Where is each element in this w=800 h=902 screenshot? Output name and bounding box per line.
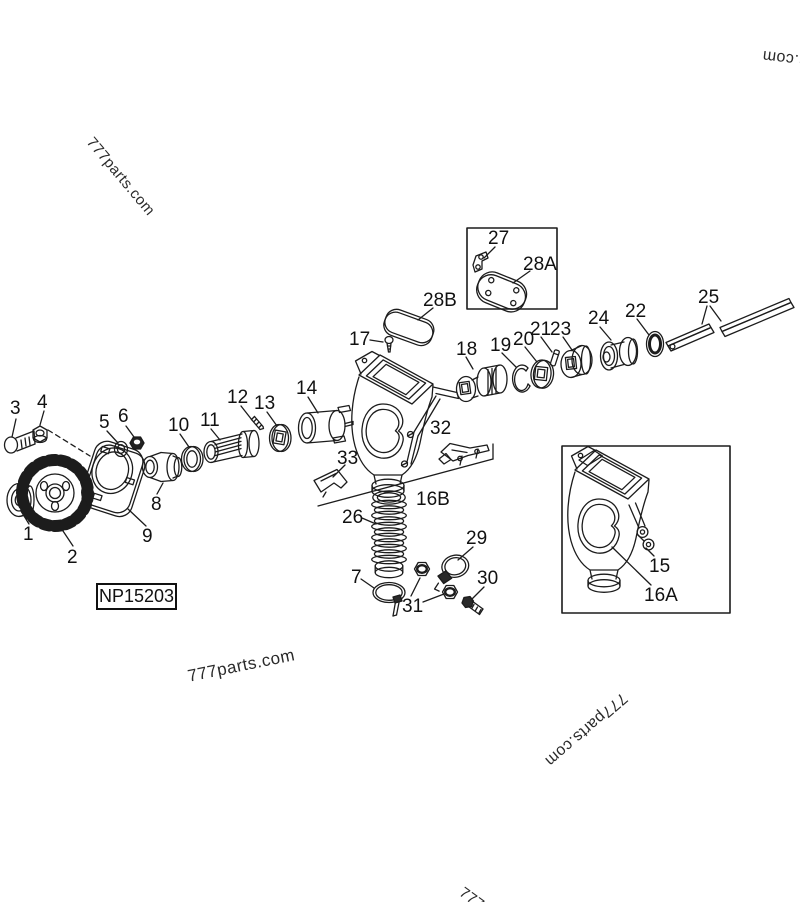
part-label: 9: [142, 526, 153, 547]
part-label: 31: [402, 596, 424, 617]
part-29-clamp: [429, 553, 473, 592]
part-31-nuts: [415, 563, 458, 599]
part-label: 14: [296, 378, 318, 399]
part-11-coupling: [204, 431, 259, 463]
part-24-roller: [601, 338, 638, 371]
part-label: 25: [698, 287, 720, 308]
part-label: 3: [10, 398, 21, 419]
part-label: 15: [649, 556, 671, 577]
part-label: 20: [513, 329, 535, 350]
part-6-nut: [130, 437, 144, 449]
part-label: 30: [477, 568, 499, 589]
part-10-ring: [182, 447, 204, 472]
part-label: 16B: [416, 489, 450, 510]
part-17-screw: [385, 337, 393, 353]
part-label: 4: [37, 392, 48, 413]
part-label: 33: [337, 448, 359, 469]
part-label: 27: [488, 228, 510, 249]
part-14-coupler: [299, 406, 354, 444]
part-22-ring: [647, 332, 664, 357]
part-label: 24: [588, 308, 610, 329]
part-label: 19: [490, 335, 512, 356]
part-5-bushing: [115, 442, 128, 457]
part-label: 17: [349, 329, 371, 350]
part-28A-cover: [472, 268, 530, 316]
part-label: 23: [550, 319, 572, 340]
part-18-coupling: [457, 365, 508, 402]
part-4-nut: [33, 426, 47, 443]
part-8-bushing: [143, 453, 182, 482]
part-26-boot: [372, 491, 407, 578]
part-21-key: [550, 350, 560, 367]
part-16A-housing: [567, 445, 650, 593]
inset-box-27-28A: [467, 228, 557, 316]
part-label: 28A: [523, 254, 557, 275]
part-3-bolt: [5, 431, 36, 453]
part-label: 32: [430, 418, 452, 439]
part-label: 5: [99, 412, 110, 433]
part-32-bracket: [439, 444, 489, 466]
part-28B-cover: [381, 306, 437, 348]
part-20-washer: [530, 359, 555, 389]
part-7-clamp: [373, 583, 405, 617]
part-label: 16A: [644, 585, 678, 606]
drawing-code: NP15203: [98, 586, 175, 606]
part-label: 21: [530, 319, 552, 340]
part-16B-housing: [351, 350, 459, 498]
part-15-bracket: [629, 503, 654, 550]
part-label: 6: [118, 406, 129, 427]
part-label: 2: [67, 547, 78, 568]
part-label: 11: [200, 410, 220, 431]
part-33-bracket: [314, 470, 347, 498]
part-27-clip: [473, 252, 488, 272]
part-label: 7: [351, 567, 362, 588]
drawing-code-box: NP15203: [96, 583, 177, 610]
part-label: 8: [151, 494, 162, 515]
part-12-pin: [252, 417, 264, 430]
part-label: 22: [625, 301, 647, 322]
inset-box-15-16A: [562, 446, 730, 613]
part-30-screw: [462, 597, 483, 615]
part-label: 29: [466, 528, 488, 549]
part-label: 12: [227, 387, 249, 408]
part-label: 26: [342, 507, 364, 528]
part-label: 28B: [423, 290, 457, 311]
part-label: 10: [168, 415, 190, 436]
part-label: 1: [23, 524, 34, 545]
part-25-bars: [666, 299, 794, 352]
part-2-sprocket: [22, 460, 88, 526]
part-label: 13: [254, 393, 276, 414]
part-19-snap-ring: [513, 365, 530, 392]
part-13-washer: [270, 425, 292, 452]
part-23-hub: [561, 346, 592, 378]
part-label: 18: [456, 339, 478, 360]
